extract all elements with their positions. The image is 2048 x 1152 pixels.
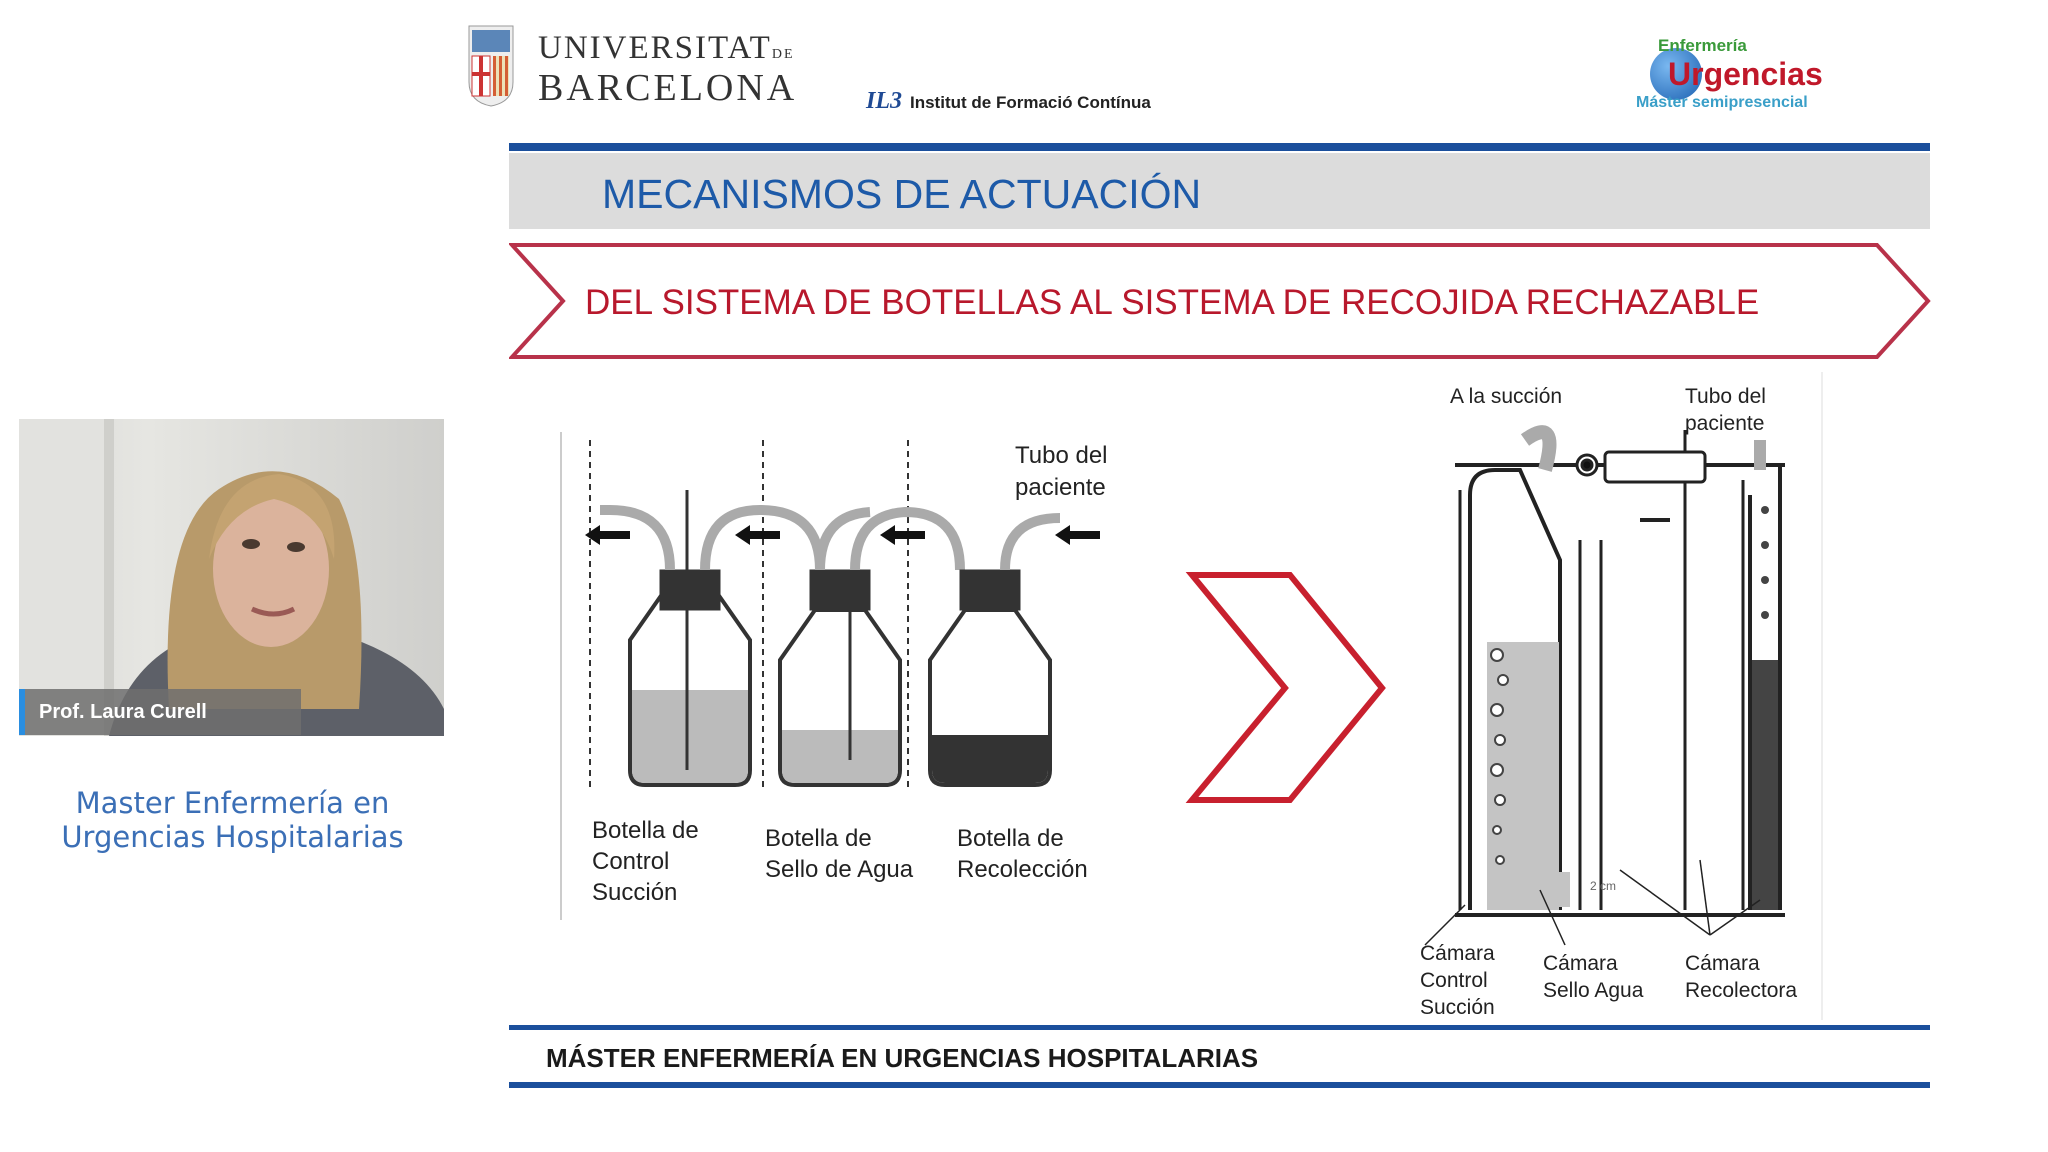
chamber-label: Recolectora: [1685, 979, 1797, 1002]
speaker-name: Prof. Laura Curell: [39, 701, 207, 723]
measure-label: 2 cm: [1590, 879, 1616, 893]
red-chevron-arrow: [1185, 572, 1386, 803]
flow-arrows: [585, 525, 1100, 545]
bottle-label: Sello de Agua: [765, 856, 914, 883]
bottle-label: Botella de: [765, 825, 872, 852]
university-de: DE: [771, 47, 795, 62]
disposable-drainage-unit-diagram: [1424, 372, 1823, 1020]
bottle-label: Succión: [592, 879, 677, 906]
three-bottle-system-diagram: [560, 432, 1100, 920]
bottle-recoleccion: [928, 513, 1061, 787]
universitat-barcelona-logo: UNIVERSITATDE BARCELONA: [466, 22, 796, 112]
speaker-video-frame: [19, 419, 444, 736]
bottle-label: Control: [592, 848, 669, 875]
globe-icon: [1650, 48, 1702, 100]
logo-top-text: Enfermería: [1658, 36, 1747, 55]
footer-divider-top: [509, 1025, 1930, 1030]
chamber-label: Cámara: [1685, 952, 1760, 975]
tube-label-line1: Tubo del: [1015, 442, 1108, 469]
tube-label-line2: paciente: [1685, 412, 1764, 435]
enfermeria-urgencias-logo: Enfermería Urgencias Máster semipresenci…: [1636, 36, 1836, 116]
bottle-control-succion: [600, 490, 825, 787]
university-shield-icon: [468, 25, 514, 107]
program-title-line1: Master Enfermería en: [75, 786, 390, 820]
slide-title: MECANISMOS DE ACTUACIÓN: [602, 171, 1202, 217]
il3-text: Institut de Formació Contínua: [910, 93, 1151, 112]
chamber-label: Cámara: [1420, 942, 1495, 965]
logo-main-text: Urgencias: [1668, 56, 1823, 92]
bottle-sello-agua: [778, 506, 965, 787]
top-divider: [509, 143, 1930, 151]
university-name-line1: UNIVERSITAT: [538, 30, 772, 66]
il3-mark: IL3: [866, 88, 902, 114]
footer-divider-bottom: [509, 1082, 1930, 1088]
banner-chevron-shape: [509, 243, 1931, 359]
speaker-name-label: Prof. Laura Curell: [19, 689, 301, 735]
bottle-label: Recolección: [957, 856, 1088, 883]
drainage-diagram: Tubo del paciente Botella de Control Suc…: [560, 372, 1823, 1020]
chamber-label: Sello Agua: [1543, 979, 1644, 1002]
tube-label-line2: paciente: [1015, 474, 1106, 501]
title-band: MECANISMOS DE ACTUACIÓN: [509, 153, 1930, 229]
webcam-video: Prof. Laura Curell: [19, 419, 444, 736]
chamber-label: Control: [1420, 969, 1488, 992]
university-name-line2: BARCELONA: [538, 67, 798, 109]
bottle-label: Botella de: [592, 817, 699, 844]
suction-label: A la succión: [1450, 385, 1562, 408]
chamber-label: Succión: [1420, 996, 1495, 1019]
program-title: Master Enfermería en Urgencias Hospitala…: [20, 786, 445, 854]
logo-sub-text: Máster semipresencial: [1636, 94, 1808, 111]
tube-label-line1: Tubo del: [1685, 385, 1766, 408]
program-title-line2: Urgencias Hospitalarias: [61, 820, 404, 854]
slide-footer: MÁSTER ENFERMERÍA EN URGENCIAS HOSPITALA…: [546, 1043, 1259, 1073]
bottle-label: Botella de: [957, 825, 1064, 852]
slide-subtitle-banner: DEL SISTEMA DE BOTELLAS AL SISTEMA DE RE…: [585, 283, 1760, 322]
chamber-label: Cámara: [1543, 952, 1618, 975]
il3-logo: IL3 Institut de Formació Contínua: [866, 88, 1151, 115]
